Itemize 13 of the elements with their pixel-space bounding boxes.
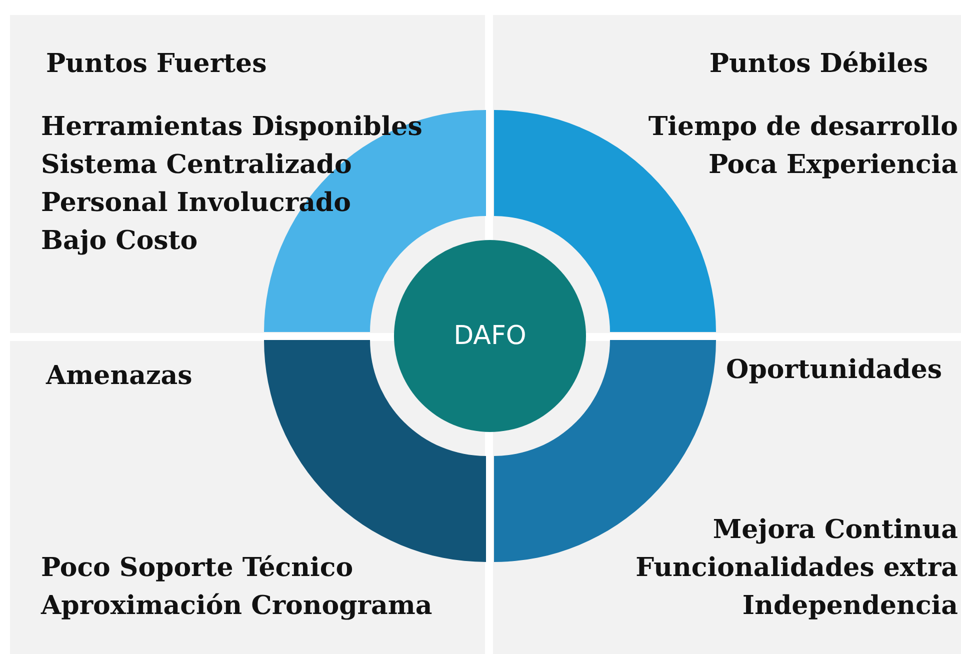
list-item: Independencia xyxy=(742,590,958,623)
list-item: Funcionalidades extra xyxy=(636,552,958,585)
quadrant-heading: Puntos Débiles xyxy=(709,48,928,81)
list-item: Poca Experiencia xyxy=(708,149,958,182)
list-item: Bajo Costo xyxy=(41,225,198,258)
quadrant-heading: Oportunidades xyxy=(726,354,942,387)
center-label: DAFO xyxy=(454,321,526,351)
quadrant-heading: Amenazas xyxy=(46,360,192,393)
list-item: Aproximación Cronograma xyxy=(41,590,432,623)
quadrant-heading: Puntos Fuertes xyxy=(46,48,267,81)
list-item: Tiempo de desarrollo xyxy=(648,111,958,144)
list-item: Poco Soporte Técnico xyxy=(41,552,354,585)
list-item: Mejora Continua xyxy=(712,514,958,547)
